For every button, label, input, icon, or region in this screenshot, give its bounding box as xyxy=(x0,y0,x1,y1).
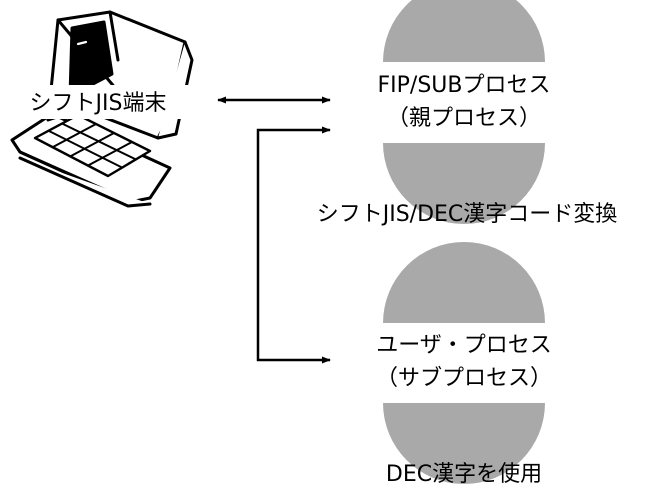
parent-process-caption: シフトJIS/DEC漢字コード変換 xyxy=(317,202,618,227)
parent-disc-bottom xyxy=(383,143,545,224)
parent-process-subtitle: （親プロセス） xyxy=(387,106,541,131)
user-process-disc xyxy=(383,242,545,484)
user-process-subtitle: （サブプロセス） xyxy=(376,366,552,391)
user-process-title: ユーザ・プロセス xyxy=(376,333,552,358)
user-process-connector xyxy=(256,126,331,364)
user-process-caption: DEC漢字を使用 xyxy=(386,462,542,487)
keyboard xyxy=(10,112,172,208)
parent-process-title: FIP/SUBプロセス xyxy=(378,73,551,98)
user-disc-bottom xyxy=(383,403,545,484)
terminal-label: シフトJIS端末 xyxy=(30,91,167,116)
terminal-label-bg xyxy=(10,85,188,119)
user-disc-top xyxy=(383,242,545,323)
parent-disc-top xyxy=(383,0,545,62)
parent-process-disc xyxy=(383,0,545,224)
